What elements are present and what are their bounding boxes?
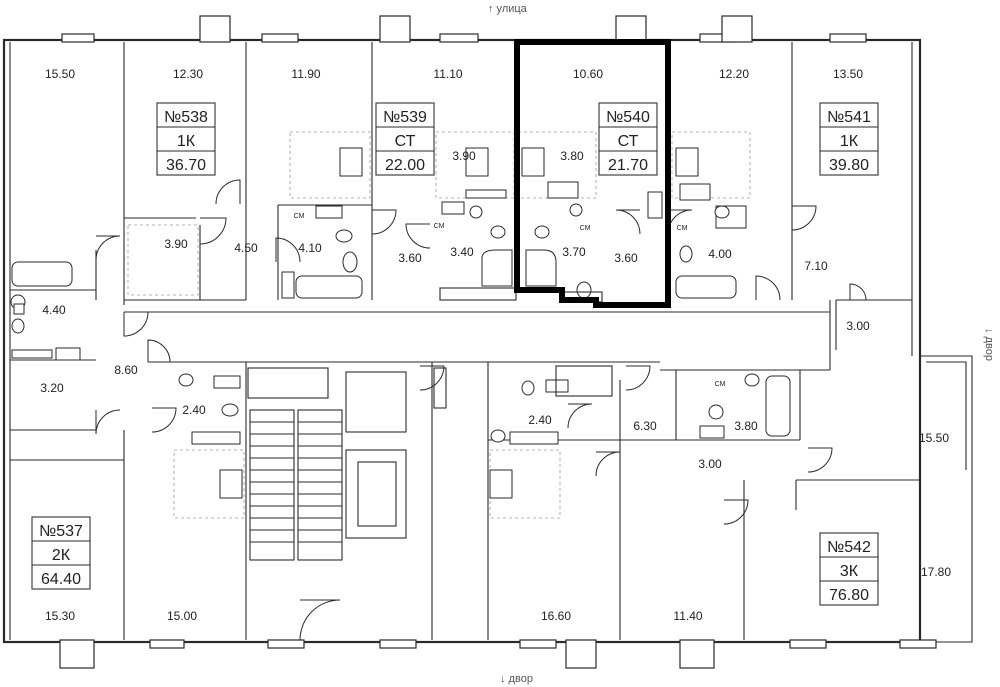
washer-labels: СМ СМ СМ СМ СМ — [294, 213, 726, 388]
apartment-area: 64.40 — [41, 571, 81, 588]
room-area: 3.60 — [614, 251, 638, 265]
washer-label: СМ — [715, 381, 726, 388]
room-area: 15.00 — [167, 609, 197, 623]
room-area: 7.10 — [804, 259, 828, 273]
windows-top — [61, 15, 867, 43]
room-area: 3.40 — [450, 245, 474, 259]
apartment-label-542[interactable]: №542 3К 76.80 — [819, 532, 879, 606]
washer-label: СМ — [294, 213, 305, 220]
apartment-number: №541 — [827, 109, 871, 126]
room-area: 3.20 — [40, 381, 64, 395]
room-area: 11.10 — [433, 67, 462, 81]
direction-right: ↓ двор — [983, 328, 995, 361]
apartment-type: 3К — [840, 563, 859, 580]
room-area: 11.90 — [291, 67, 320, 81]
room-areas: 15.50 12.30 11.90 11.10 10.60 12.20 13.5… — [40, 67, 951, 623]
windows-bottom — [59, 639, 937, 669]
room-area: 4.00 — [708, 247, 732, 261]
apartment-540-outline[interactable] — [514, 39, 671, 308]
room-area: 12.30 — [173, 67, 203, 81]
room-area: 6.30 — [633, 419, 657, 433]
apartment-type: 2К — [52, 547, 71, 564]
room-area: 8.60 — [114, 363, 138, 377]
room-area: 15.50 — [919, 431, 949, 445]
apartment-area: 39.80 — [829, 157, 869, 174]
stair-flights — [249, 409, 343, 561]
room-area: 4.40 — [42, 303, 66, 317]
direction-bottom: ↓ двор — [500, 673, 533, 685]
room-area: 3.90 — [164, 237, 188, 251]
room-area: 2.40 — [528, 413, 552, 427]
washer-label: СМ — [434, 223, 445, 230]
room-area: 4.50 — [234, 241, 258, 255]
apartment-type: СТ — [395, 133, 416, 150]
washer-label: СМ — [580, 225, 591, 232]
apartment-number: №540 — [606, 109, 650, 126]
room-area: 3.00 — [698, 457, 722, 471]
apartment-label-537[interactable]: №537 2К 64.40 — [31, 516, 91, 590]
apartment-area: 36.70 — [166, 157, 206, 174]
direction-top: ↑ улица — [488, 3, 528, 15]
apartment-type: СТ — [618, 133, 639, 150]
room-area: 2.40 — [182, 403, 206, 417]
room-area: 3.00 — [846, 319, 870, 333]
apartment-number: №542 — [827, 539, 871, 556]
room-area: 10.60 — [573, 67, 603, 81]
room-area: 3.70 — [562, 245, 586, 259]
apartment-number: №537 — [39, 523, 83, 540]
room-area: 17.80 — [921, 565, 951, 579]
room-area: 3.60 — [398, 251, 422, 265]
fixtures — [10, 147, 791, 499]
apartment-number: №538 — [164, 109, 208, 126]
room-area: 15.50 — [45, 67, 75, 81]
room-area: 3.90 — [452, 149, 476, 163]
room-area: 11.40 — [673, 609, 702, 623]
apartment-area: 76.80 — [829, 587, 869, 604]
room-area: 3.80 — [560, 149, 584, 163]
door-swings — [95, 179, 867, 641]
apartment-area: 22.00 — [385, 157, 425, 174]
apartment-label-541[interactable]: №541 1К 39.80 — [819, 102, 879, 176]
room-area: 4.10 — [298, 241, 322, 255]
room-area: 16.60 — [541, 609, 571, 623]
room-area: 15.30 — [45, 609, 75, 623]
apartment-label-540[interactable]: №540 СТ 21.70 — [598, 102, 658, 176]
apartment-number: №539 — [383, 109, 427, 126]
apartment-type: 1К — [840, 133, 859, 150]
room-area: 3.80 — [734, 419, 758, 433]
apartment-label-539[interactable]: №539 СТ 22.00 — [375, 102, 435, 176]
apartment-label-538[interactable]: №538 1К 36.70 — [156, 102, 216, 176]
washer-label: СМ — [677, 225, 688, 232]
room-area: 12.20 — [719, 67, 749, 81]
apartment-type: 1К — [177, 133, 196, 150]
room-area: 13.50 — [833, 67, 863, 81]
apartment-area: 21.70 — [608, 157, 648, 174]
